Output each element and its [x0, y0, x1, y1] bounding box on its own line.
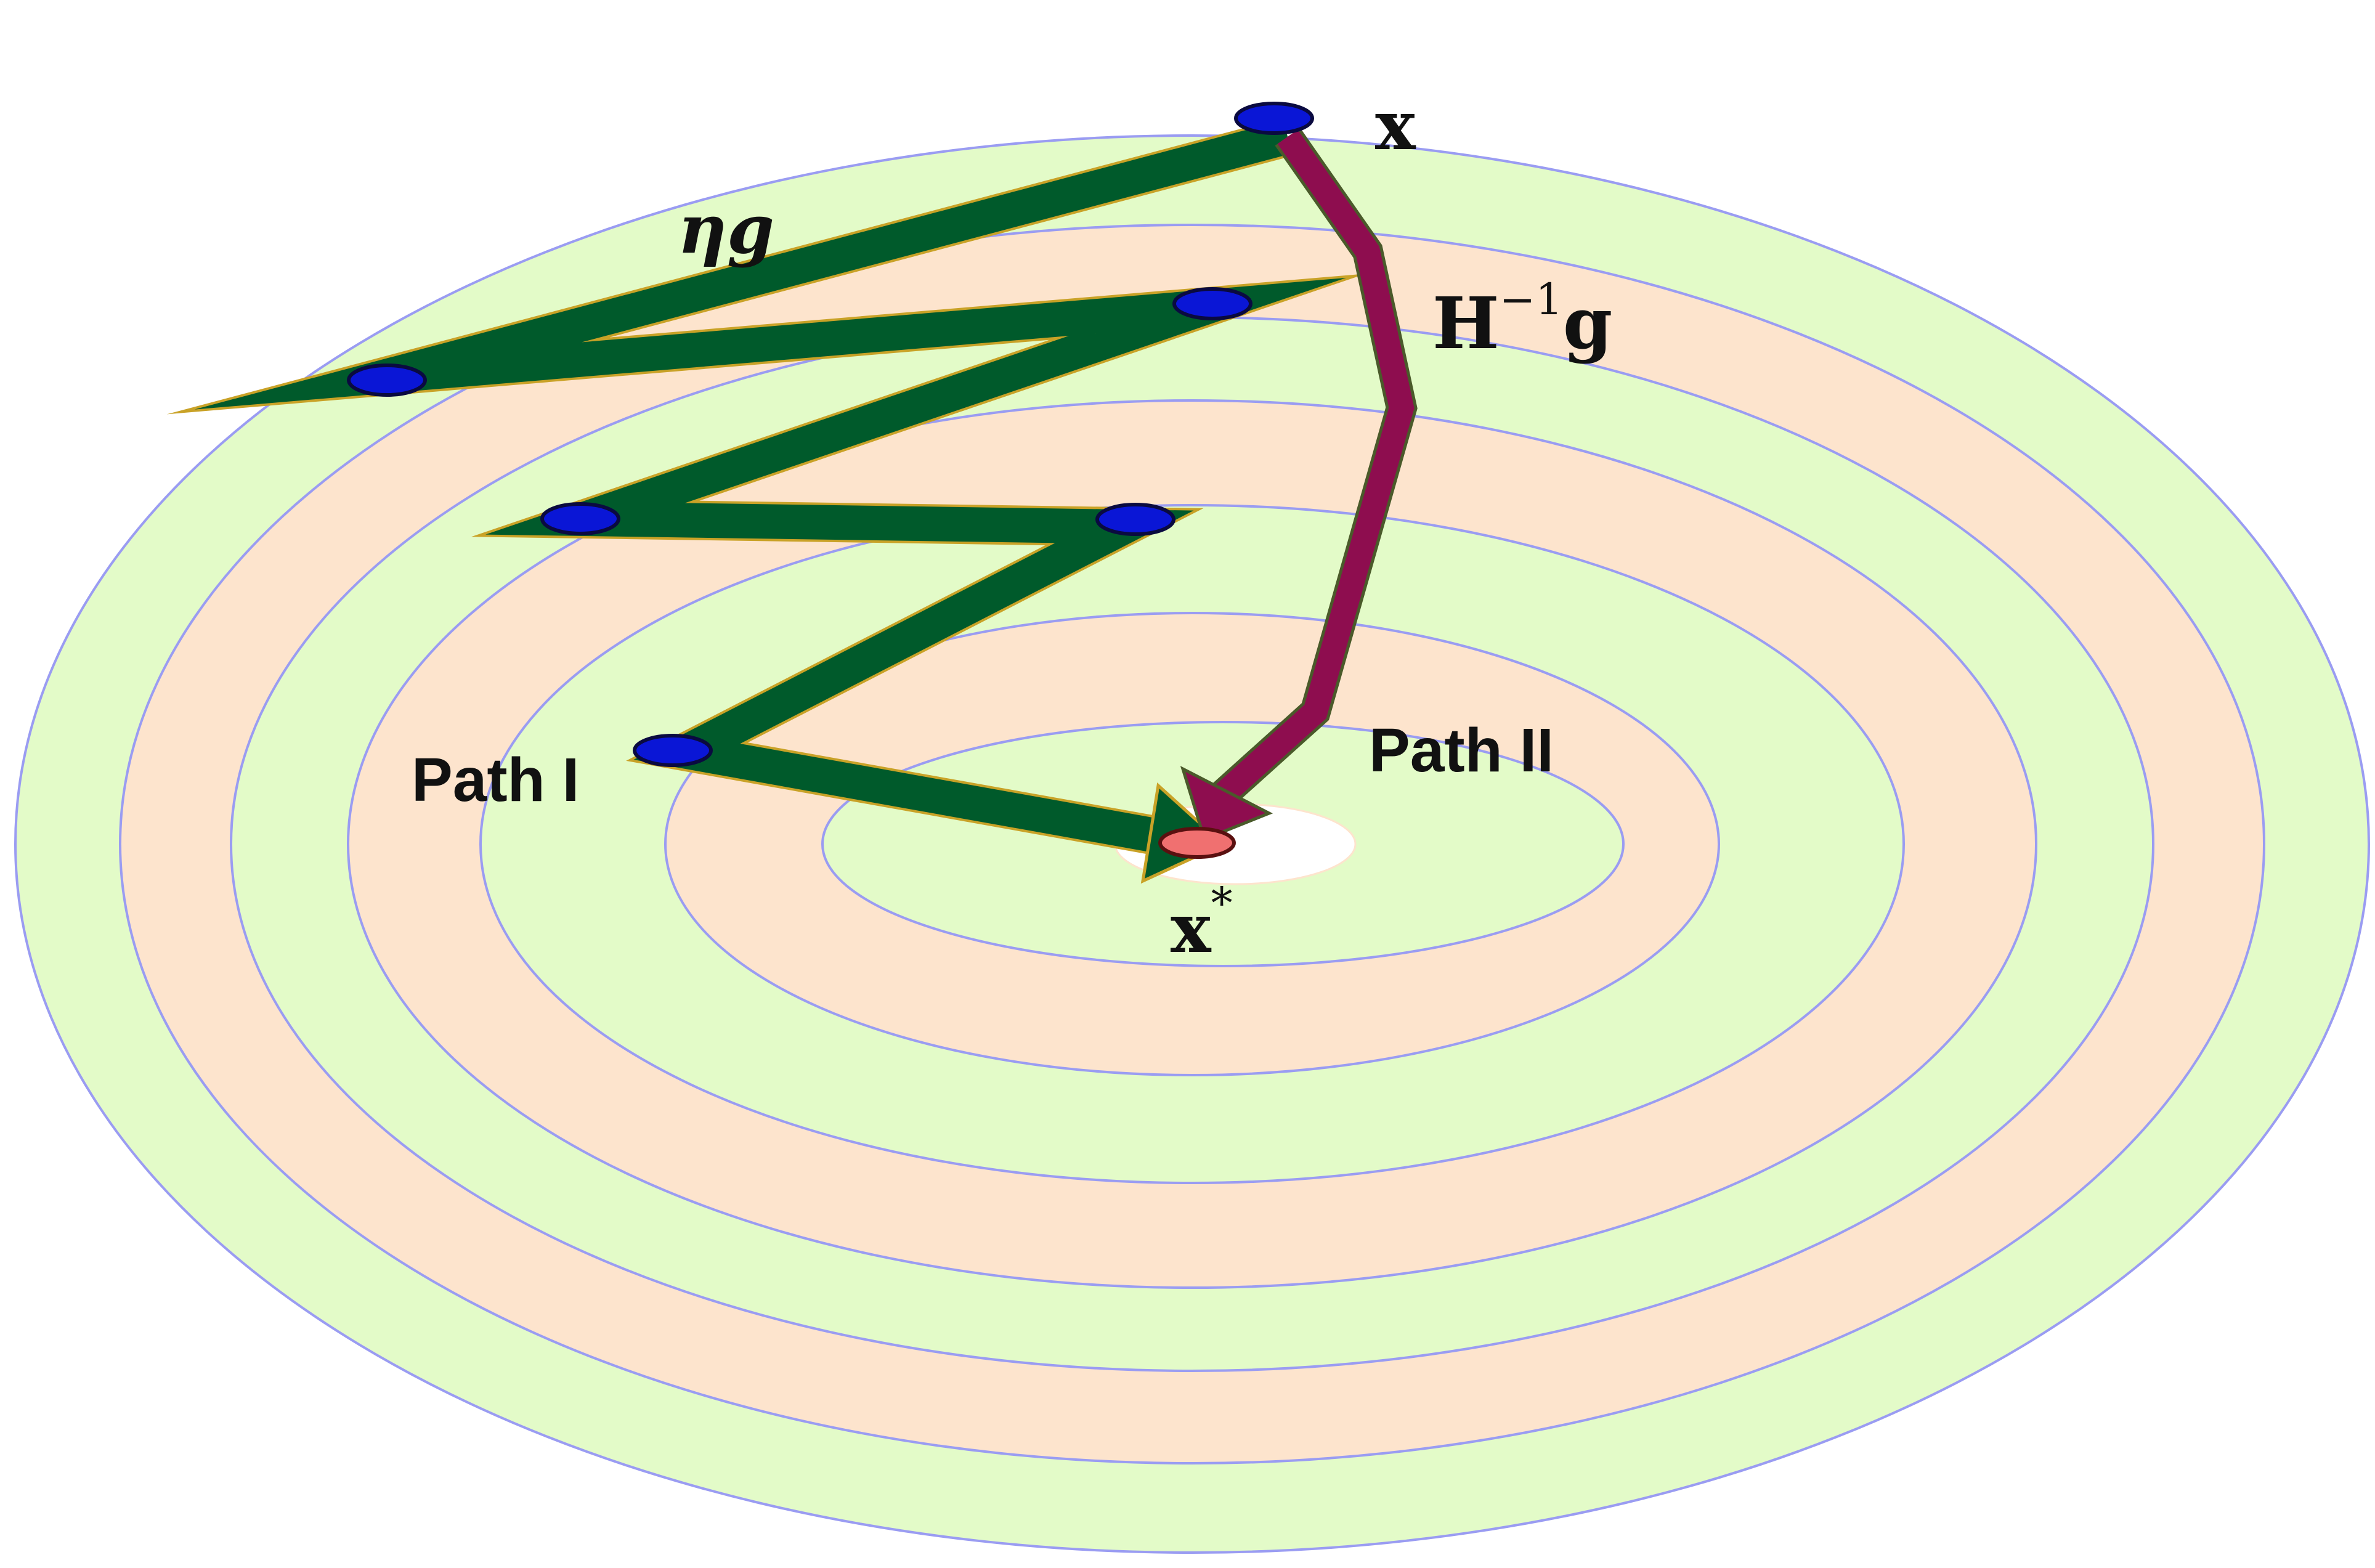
path-two-arrowhead	[1180, 766, 1273, 842]
newton-step-base: H	[1432, 282, 1500, 365]
iterate-point-4	[540, 502, 620, 535]
gradient-step-label: ηg	[678, 189, 774, 269]
optimum-base: x	[1171, 888, 1212, 968]
iterate-point-start	[1234, 102, 1314, 135]
start-label: x	[1375, 86, 1416, 165]
newton-step-label: H−1g	[1432, 274, 1612, 365]
optimum-label: x*	[1171, 878, 1233, 968]
newton-step-exp: −1	[1500, 274, 1563, 325]
path-two-shaft-fill	[1214, 129, 1415, 804]
path-two-label: Path II	[1369, 716, 1554, 785]
iterate-point-2	[347, 364, 427, 397]
optimum-sup: *	[1211, 878, 1233, 928]
iterate-point-3	[1172, 287, 1252, 320]
path-one-label: Path I	[412, 745, 579, 814]
labels: x ηg H−1g Path I Path II x*	[412, 86, 1612, 968]
iterate-point-6	[633, 734, 713, 767]
path-two-arrow	[1180, 128, 1418, 842]
iterate-points	[347, 102, 1314, 859]
iterate-point-5	[1095, 503, 1175, 536]
optimum-point	[1158, 827, 1236, 859]
newton-step-tail: g	[1563, 282, 1612, 365]
